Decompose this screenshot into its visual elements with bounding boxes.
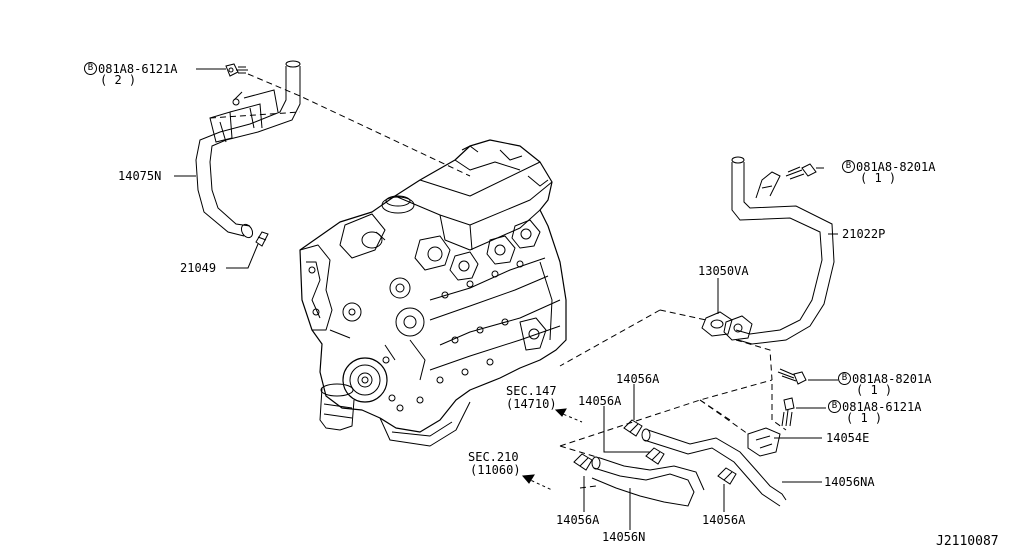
label-13050va: 13050VA xyxy=(698,264,749,278)
b-mark-icon: B xyxy=(838,372,851,385)
clamp-14056a-mid xyxy=(645,447,665,465)
water-pipe-21022p xyxy=(723,156,835,345)
bolt-081a8-6121a-lower xyxy=(781,397,795,427)
hose-14056na xyxy=(641,428,787,507)
hose-14056n xyxy=(591,456,705,507)
label-qty: ( 1 ) xyxy=(860,171,897,185)
b-mark-icon: B xyxy=(84,62,97,75)
label-qty: ( 2 ) xyxy=(100,73,137,87)
bolt-081a8-6121a-top xyxy=(225,63,248,77)
clamp-14056a-bottom-left xyxy=(573,453,593,471)
engine-block xyxy=(299,139,567,447)
bracket-14054e xyxy=(747,427,781,457)
label-14054e: 14054E xyxy=(826,431,870,445)
gasket-13050va xyxy=(701,311,733,337)
label-14056na: 14056NA xyxy=(824,475,875,489)
label-14056a-mid: 14056A xyxy=(578,394,622,408)
part-number: 081A8-8201A xyxy=(852,372,932,386)
label-sec210-title: SEC.210 xyxy=(468,450,519,464)
label-sec210-sub: (11060) xyxy=(470,463,521,477)
b-mark-icon: B xyxy=(828,400,841,413)
clip-21049 xyxy=(255,231,269,247)
clamp-14056a-bottom-right xyxy=(717,467,737,485)
part-number: 081A8-6121A xyxy=(98,62,178,76)
bolt-081a8-8201a-mid xyxy=(777,368,807,385)
dashed-assembly-lines xyxy=(209,73,787,489)
label-14056n: 14056N xyxy=(602,530,646,544)
part-number: 081A8-8201A xyxy=(856,160,936,174)
diagram-id: J2110087 xyxy=(936,534,999,549)
label-14056a-top: 14056A xyxy=(616,372,660,386)
label-21022p: 21022P xyxy=(842,227,886,241)
bolt-081a8-8201a-top xyxy=(785,163,817,180)
label-sec147-title: SEC.147 xyxy=(506,384,557,398)
label-qty: ( 1 ) xyxy=(856,383,893,397)
label-sec147-sub: (14710) xyxy=(506,397,557,411)
clamp-14056a-top xyxy=(623,419,643,437)
b-mark-icon: B xyxy=(842,160,855,173)
water-hose-14075n xyxy=(195,60,301,239)
part-number: 081A8-6121A xyxy=(842,400,922,414)
label-14075n: 14075N xyxy=(118,169,162,183)
arrow-to-sec210 xyxy=(521,474,553,491)
arrow-to-sec147 xyxy=(554,408,583,423)
label-14056a-bottom-right: 14056A xyxy=(702,513,746,527)
label-21049: 21049 xyxy=(180,261,217,275)
leader-lines xyxy=(174,68,838,530)
label-qty: ( 1 ) xyxy=(846,411,883,425)
label-14056a-bottom-left: 14056A xyxy=(556,513,600,527)
